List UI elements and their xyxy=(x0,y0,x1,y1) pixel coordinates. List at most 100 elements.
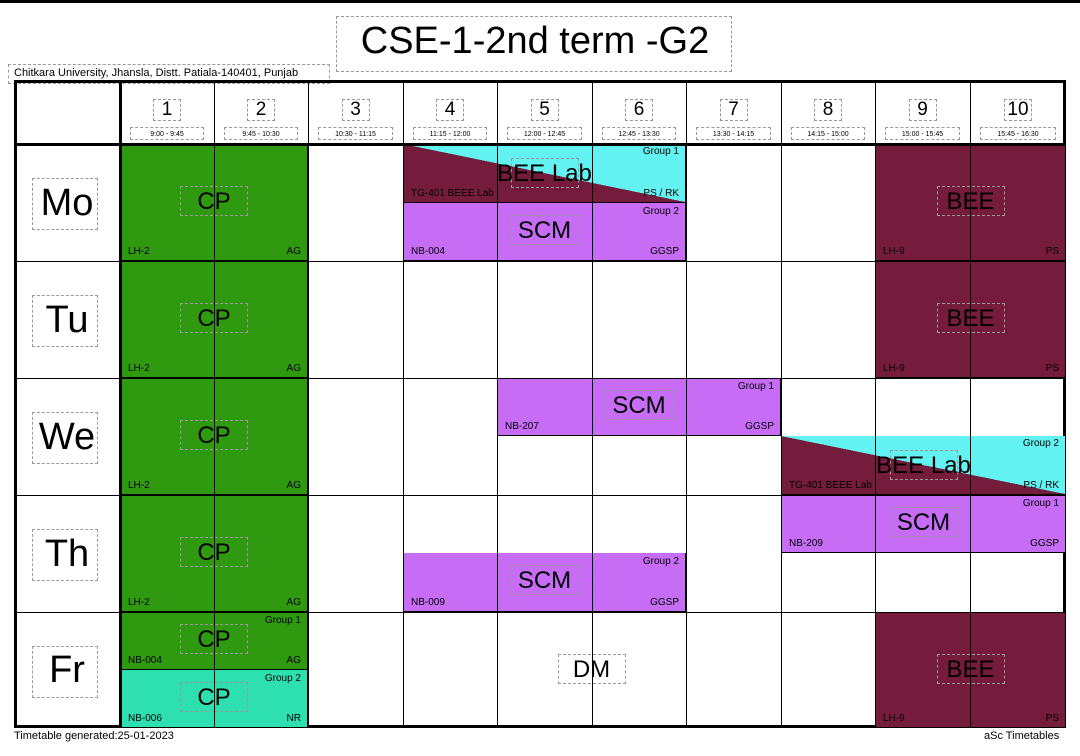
period-number: 3 xyxy=(350,99,361,120)
day-label: Fr xyxy=(49,649,85,691)
period-time: 15:00 - 15:45 xyxy=(901,131,944,138)
teacher-label: AG xyxy=(286,363,301,374)
teacher-label: PS xyxy=(1045,363,1059,374)
room-label: NB-004 xyxy=(128,655,162,666)
period-number-frame xyxy=(247,99,275,121)
group-label: Group 2 xyxy=(264,673,301,684)
subject-frame xyxy=(889,450,958,480)
day-label: Th xyxy=(44,532,90,575)
room-label: LH-2 xyxy=(128,597,150,608)
period-number: 7 xyxy=(728,99,739,120)
period-time: 12:00 - 12:45 xyxy=(523,131,566,138)
room-label: NB-009 xyxy=(411,597,445,608)
period-time-frame xyxy=(318,127,393,140)
group-label: Group 2 xyxy=(642,556,679,567)
subtitle-frame xyxy=(8,64,330,84)
period-number: 4 xyxy=(444,99,456,120)
day-label-frame xyxy=(32,295,98,347)
period-time: 10:30 - 11:15 xyxy=(335,131,376,138)
title-frame xyxy=(336,16,732,72)
column-divider xyxy=(308,80,309,728)
institution-subtitle: Chitkara University, Jhansla, Distt. Pat… xyxy=(14,67,299,79)
row-divider xyxy=(14,143,1066,146)
period-time-frame xyxy=(885,127,960,140)
room-label: LH-9 xyxy=(883,363,905,374)
period-time-frame xyxy=(791,127,865,140)
room-label: LH-2 xyxy=(128,246,150,257)
period-time: 11:15 - 12:00 xyxy=(429,131,471,138)
period-number-frame xyxy=(814,99,842,121)
period-number-frame xyxy=(530,99,559,121)
group-label: Group 1 xyxy=(264,615,301,626)
room-label: LH-9 xyxy=(883,713,905,724)
room-label: LH-2 xyxy=(128,363,150,374)
period-number: 5 xyxy=(539,99,550,120)
subject-label: BEE Lab xyxy=(497,160,592,187)
group-label: Group 2 xyxy=(642,206,679,217)
page-title: CSE-1-2nd term -G2 xyxy=(360,20,710,62)
teacher-label: GGSP xyxy=(745,421,774,432)
day-label-frame xyxy=(32,529,98,581)
room-label: NB-004 xyxy=(411,246,445,257)
period-time: 12:45 - 13:30 xyxy=(618,131,660,138)
teacher-label: NR xyxy=(286,713,301,724)
lesson-card-we-scm[interactable]: SCM NB-207 GGSP Group 1 xyxy=(497,378,781,436)
timetable-grid xyxy=(14,80,1066,728)
day-label: We xyxy=(38,415,96,458)
day-label-frame xyxy=(32,178,98,230)
subject-frame xyxy=(510,215,579,245)
lesson-card-fr-dm[interactable]: DM xyxy=(497,612,686,728)
period-time: 9:00 - 9:45 xyxy=(150,131,184,138)
period-time: 13:30 - 14:15 xyxy=(712,131,755,138)
period-time: 15:45 - 16:30 xyxy=(997,131,1039,138)
room-label: NB-207 xyxy=(505,421,539,432)
room-label: NB-006 xyxy=(128,713,162,724)
column-divider xyxy=(497,80,498,728)
period-number: 6 xyxy=(633,99,645,120)
period-number-frame xyxy=(1004,99,1032,121)
column-divider xyxy=(686,80,687,728)
teacher-label: GGSP xyxy=(1030,538,1059,549)
subject-label: SCM xyxy=(517,217,572,244)
group-label: Group 1 xyxy=(737,381,774,392)
top-edge-bar xyxy=(0,0,1080,3)
period-time-frame xyxy=(130,127,204,140)
teacher-label: AG xyxy=(286,597,301,608)
subject-label: SCM xyxy=(612,392,666,419)
subject-frame xyxy=(605,390,673,420)
period-time-frame xyxy=(602,127,676,140)
period-number-frame xyxy=(719,99,748,121)
period-number-frame xyxy=(436,99,464,121)
day-label: Tu xyxy=(45,298,89,341)
teacher-label: PS / RK xyxy=(1023,480,1059,491)
day-label: Mo xyxy=(40,181,94,224)
teacher-label: AG xyxy=(286,480,301,491)
group-label: Group 1 xyxy=(642,146,679,157)
period-time-frame xyxy=(696,127,771,140)
column-divider xyxy=(592,80,593,728)
subject-frame xyxy=(557,654,626,684)
subject-frame xyxy=(510,158,579,188)
teacher-label: PS xyxy=(1045,246,1059,257)
subject-label: BEE Lab xyxy=(876,452,971,479)
period-number-frame xyxy=(341,99,370,121)
column-divider xyxy=(970,80,971,728)
period-time: 9:45 - 10:30 xyxy=(242,131,280,138)
teacher-label: AG xyxy=(286,655,301,666)
room-label: LH-9 xyxy=(883,246,905,257)
period-number-frame xyxy=(625,99,653,121)
room-label: LH-2 xyxy=(128,480,150,491)
period-time-frame xyxy=(224,127,298,140)
period-number: 2 xyxy=(255,99,267,120)
column-divider xyxy=(781,80,782,728)
day-label-frame xyxy=(32,412,98,464)
column-divider xyxy=(875,80,876,728)
room-label: NB-209 xyxy=(789,538,823,549)
period-time-frame xyxy=(980,127,1056,140)
period-time-frame xyxy=(413,127,487,140)
